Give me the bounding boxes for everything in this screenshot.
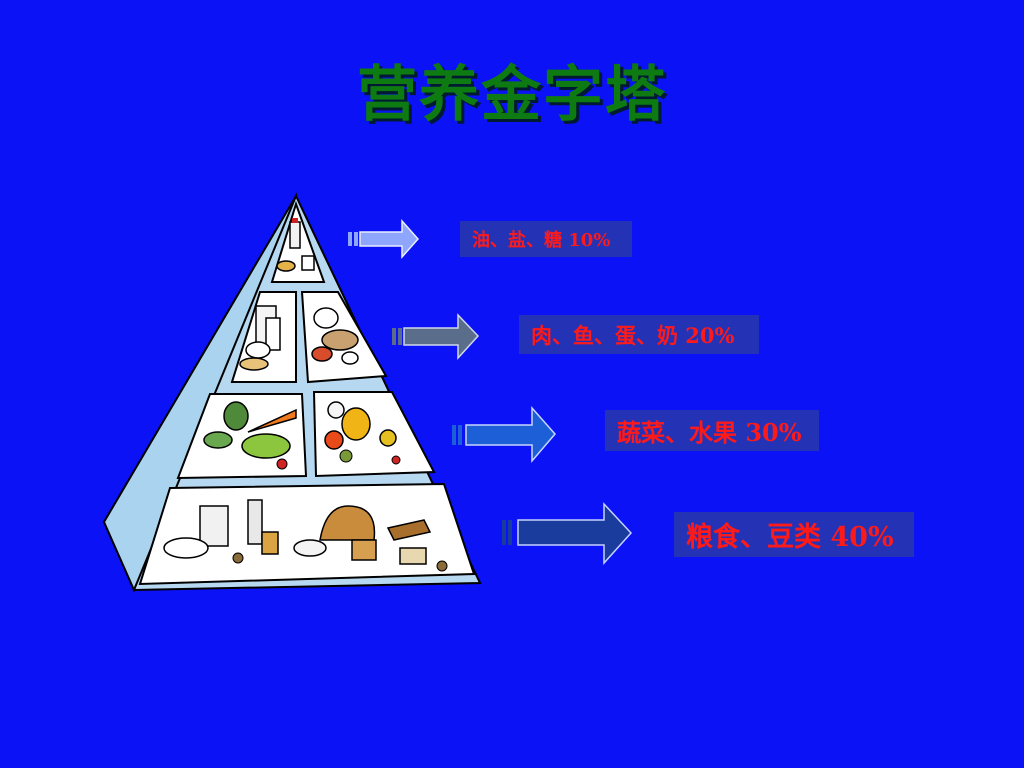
pyramid-tier-grain-bean — [138, 482, 476, 586]
pyramid-tier-vegetable-fruit — [176, 391, 436, 480]
pyramid-tier-meat-fish-egg-milk — [230, 291, 388, 384]
arrow-meat-fish-egg-milk — [392, 313, 480, 360]
vegetable-fruit-icon — [203, 401, 401, 470]
level-label-grain-bean: 粮食、豆类 40% — [674, 512, 914, 557]
arrow-grain-bean — [502, 502, 633, 565]
arrow-oil-salt-sugar — [348, 219, 420, 259]
pyramid-tier-oil-salt-sugar — [270, 200, 326, 283]
slide-title: 营养金字塔 — [357, 60, 667, 130]
level-label-meat-fish-egg-milk: 肉、鱼、蛋、奶 20% — [519, 315, 759, 354]
level-label-oil-salt-sugar: 油、盐、糖 10% — [460, 221, 632, 257]
arrow-vegetable-fruit — [452, 406, 556, 464]
level-label-vegetable-fruit: 蔬菜、水果 30% — [605, 410, 819, 451]
meat-fish-egg-milk-icon — [239, 305, 359, 371]
oil-salt-sugar-icon — [276, 218, 315, 272]
grain-bean-icon — [163, 499, 448, 572]
